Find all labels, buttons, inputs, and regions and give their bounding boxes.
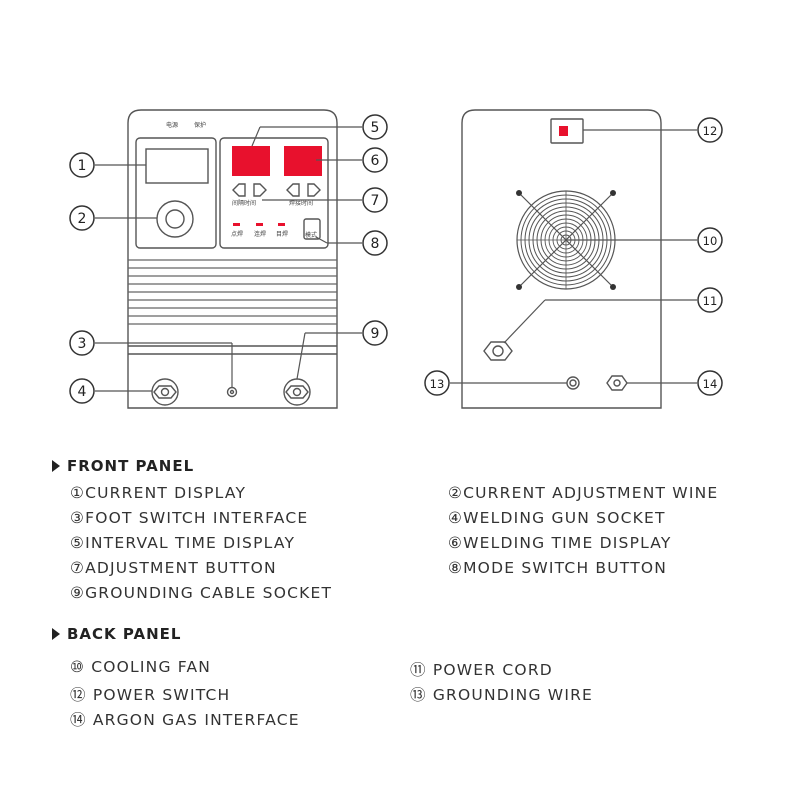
- callout-circle: [362, 230, 388, 256]
- callout-circle: [69, 378, 95, 404]
- power-cord-gland: [483, 341, 513, 361]
- welding-up-button: [307, 183, 321, 197]
- callout-circle: [697, 227, 723, 253]
- grounding-socket-core: [292, 387, 302, 397]
- callout-1: 1: [69, 152, 95, 178]
- leader-lines: [95, 126, 697, 392]
- callout-circle: [697, 287, 723, 313]
- callout-circle: [69, 152, 95, 178]
- callout-circle: [697, 370, 723, 396]
- callout-number: 9: [371, 326, 380, 342]
- callout-6: 6: [362, 147, 388, 173]
- callout-11: 11: [697, 287, 723, 313]
- callout-number: 1: [78, 158, 87, 174]
- spot-weld-label: 点焊: [231, 230, 243, 238]
- callout-7: 7: [362, 187, 388, 213]
- callout-circle: [69, 330, 95, 356]
- welding-gun-socket-hex: [153, 385, 177, 399]
- callout-number: 4: [78, 384, 87, 400]
- callout-number: 2: [78, 211, 87, 227]
- welding-down-button: [286, 183, 300, 197]
- welding-button-label: 焊接时间: [289, 199, 313, 207]
- protection-indicator-label: 保护: [194, 121, 206, 129]
- front-unit-outline: [127, 109, 338, 409]
- power-switch-rocker: [559, 126, 568, 136]
- welding-time-display: [284, 146, 322, 176]
- manual-weld-label: 目焊: [276, 230, 288, 238]
- callout-number: 5: [371, 120, 380, 136]
- indicator-led-continuous: [256, 223, 263, 226]
- grounding-wire-post-core: [569, 379, 577, 387]
- welding-gun-socket-core: [160, 387, 170, 397]
- mode-switch-button: [303, 218, 321, 240]
- callout-circle: [362, 147, 388, 173]
- power-indicator-label: 电源: [166, 121, 178, 129]
- callout-5: 5: [362, 114, 388, 140]
- fan-mount-screws: [516, 190, 616, 290]
- callout-9: 9: [362, 320, 388, 346]
- callout-13: 13: [424, 370, 450, 396]
- callout-8: 8: [362, 230, 388, 256]
- callout-number: 14: [703, 377, 718, 391]
- callout-number: 11: [703, 294, 718, 308]
- current-display: [145, 148, 209, 184]
- interval-down-button: [232, 183, 246, 197]
- callout-number: 3: [78, 336, 87, 352]
- callout-14: 14: [697, 370, 723, 396]
- interval-button-label: 间隔时间: [232, 199, 256, 207]
- power-cord-gland-core: [492, 345, 504, 357]
- back-unit: [461, 109, 662, 409]
- callout-circle: [69, 205, 95, 231]
- callout-circle: [697, 117, 723, 143]
- grounding-socket-hex: [285, 385, 309, 399]
- interval-time-display: [232, 146, 270, 176]
- interval-up-button: [253, 183, 267, 197]
- callout-2: 2: [69, 205, 95, 231]
- callout-circle: [362, 320, 388, 346]
- welding-gun-socket-outer: [151, 378, 179, 406]
- foot-switch-socket-core: [229, 389, 235, 395]
- callout-circle: [362, 187, 388, 213]
- back-unit-outline: [461, 109, 662, 409]
- callout-12: 12: [697, 117, 723, 143]
- current-knob-inner: [165, 209, 185, 229]
- right-control-plate: [219, 137, 329, 249]
- callout-number: 10: [703, 234, 718, 248]
- argon-gas-interface-core: [613, 379, 621, 387]
- indicator-led-spot: [233, 223, 240, 226]
- continuous-weld-label: 连焊: [254, 230, 266, 238]
- callout-number: 7: [371, 193, 380, 209]
- callout-circle: [424, 370, 450, 396]
- vent-slots: [128, 259, 337, 325]
- mode-label: 模式: [305, 231, 317, 239]
- current-knob-outer: [156, 200, 194, 238]
- callout-number: 12: [703, 124, 718, 138]
- callout-number: 6: [371, 153, 380, 169]
- foot-switch-socket: [226, 386, 238, 398]
- argon-gas-interface: [606, 375, 628, 391]
- power-switch: [550, 118, 584, 144]
- left-control-plate: [135, 137, 217, 249]
- callout-10: 10: [697, 227, 723, 253]
- grounding-socket-outer: [283, 378, 311, 406]
- callout-4: 4: [69, 378, 95, 404]
- callout-number: 13: [430, 377, 445, 391]
- indicator-led-manual: [278, 223, 285, 226]
- callout-circle: [362, 114, 388, 140]
- callout-number: 8: [371, 236, 380, 252]
- callout-3: 3: [69, 330, 95, 356]
- grounding-wire-post: [566, 376, 580, 390]
